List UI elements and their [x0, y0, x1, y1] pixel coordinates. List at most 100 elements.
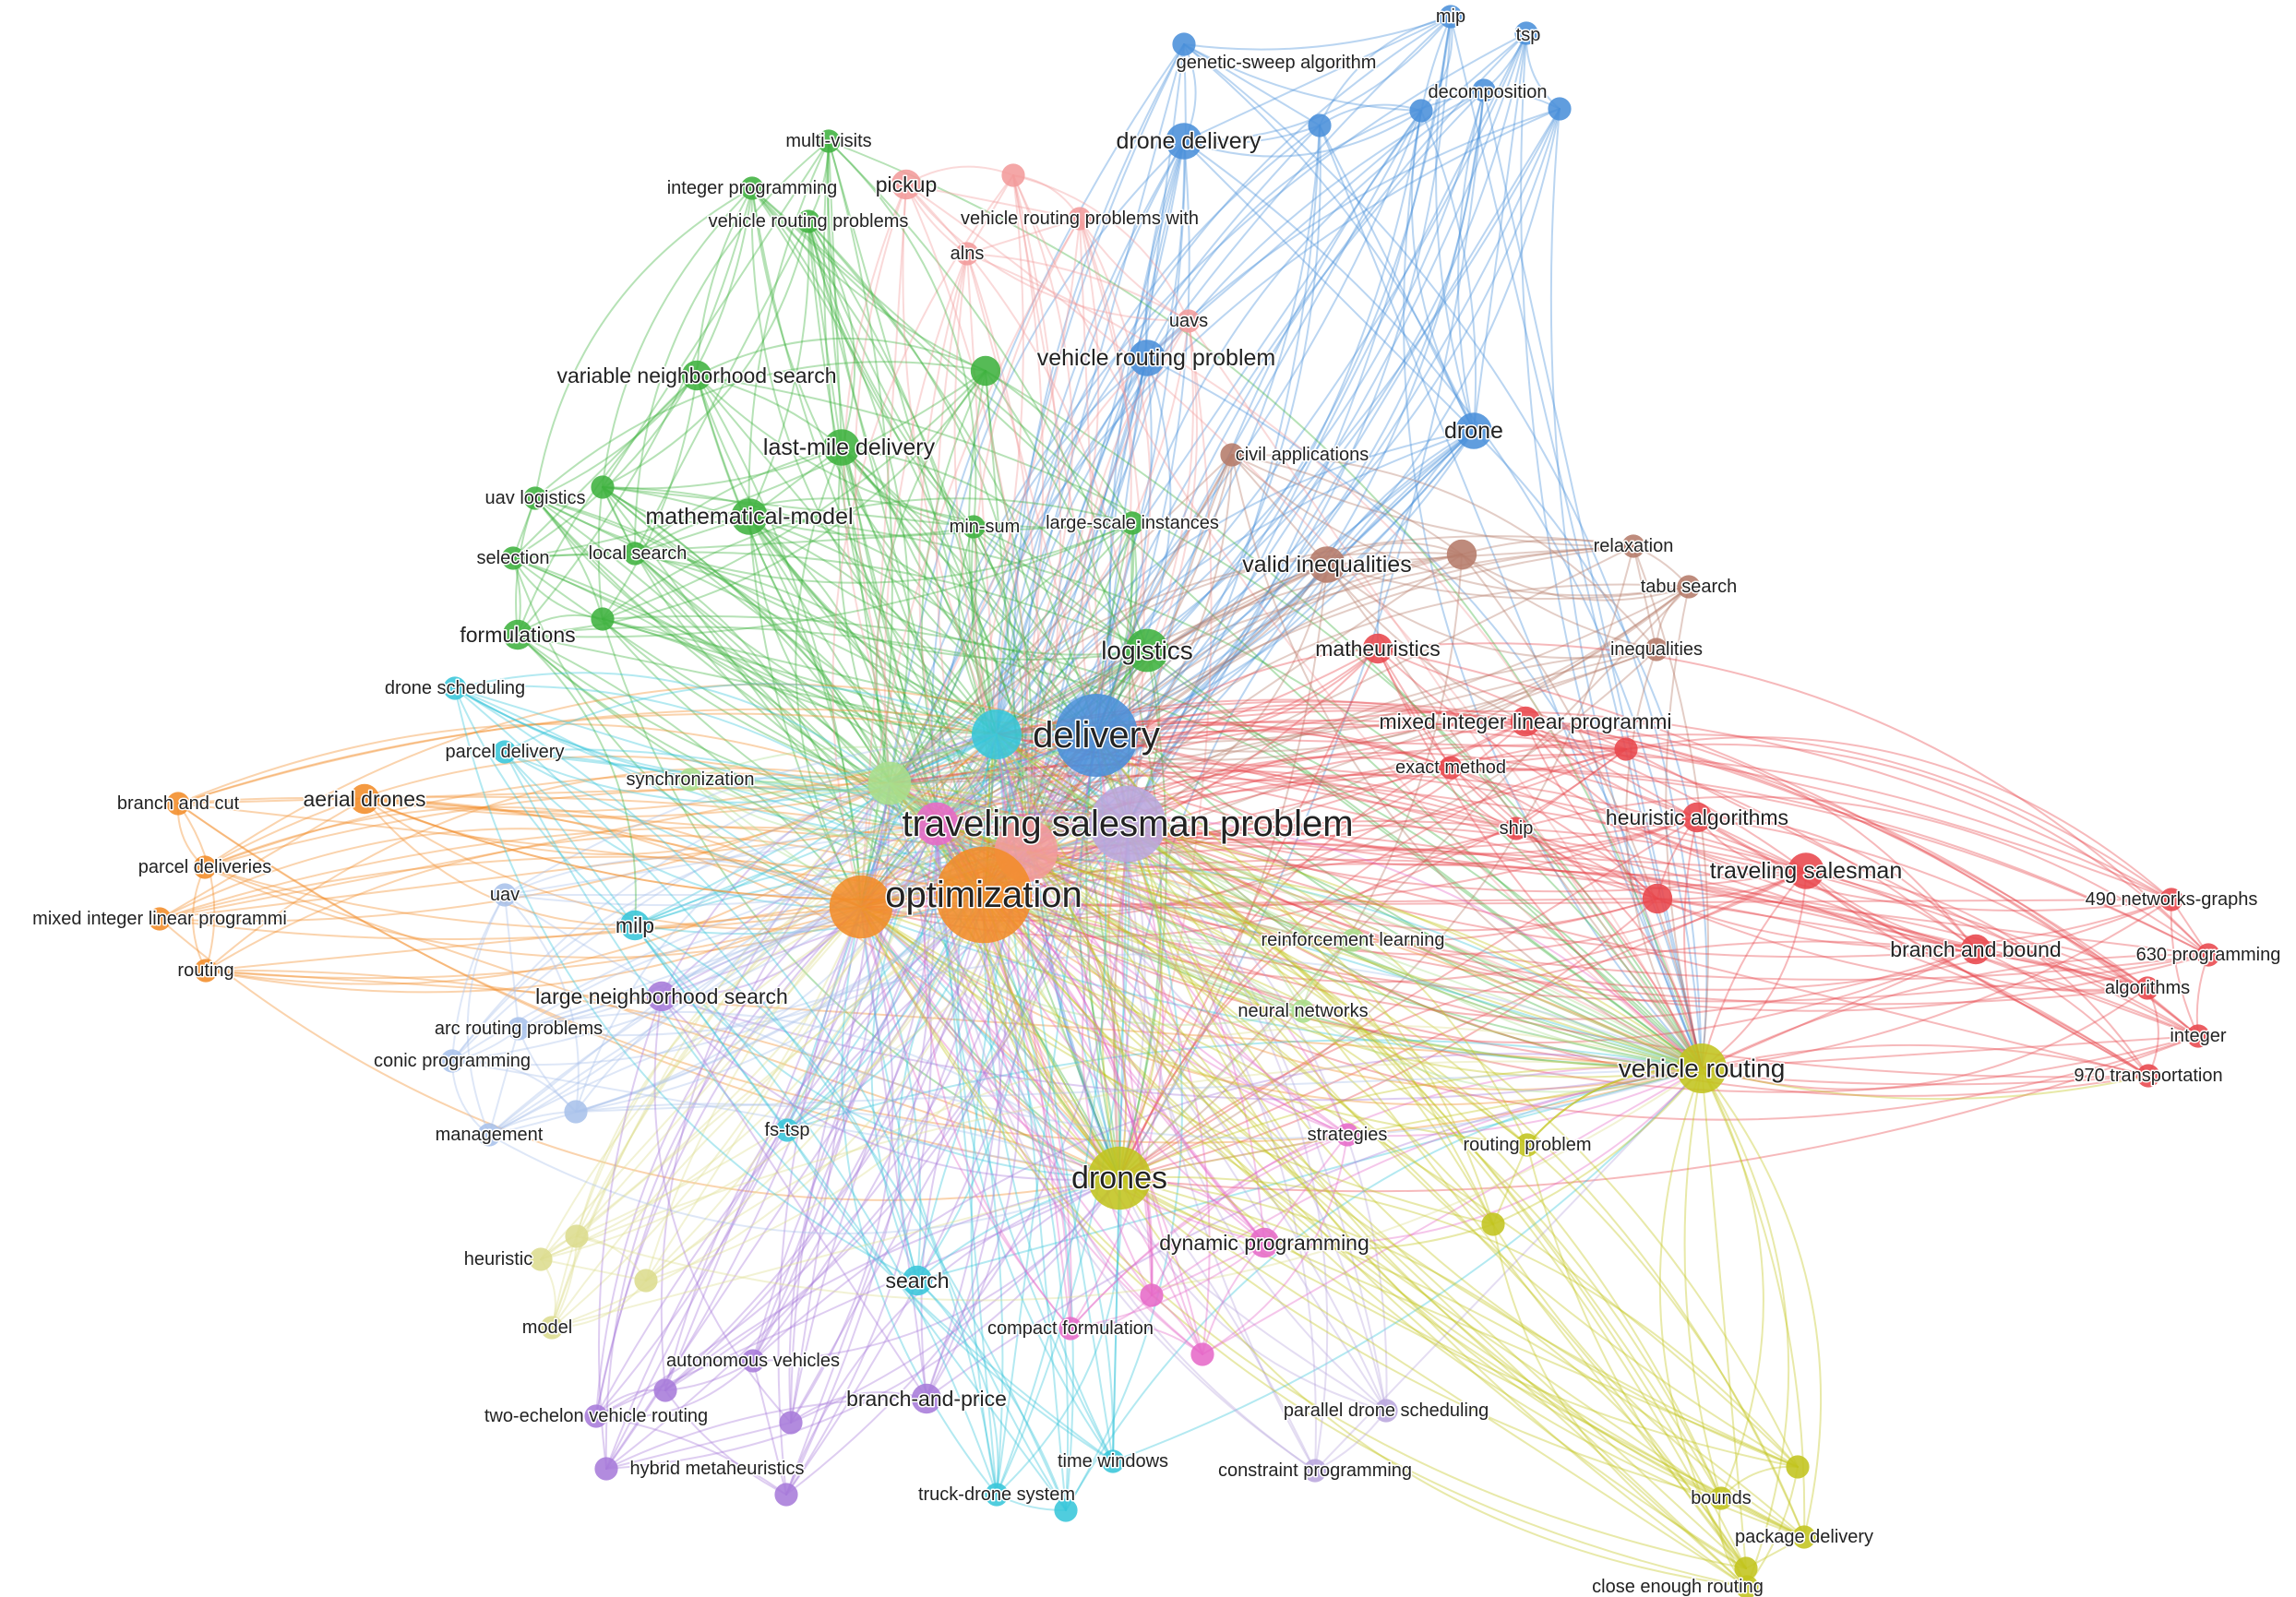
node-heuristic-alg[interactable]: [1681, 802, 1713, 833]
node-exact-method[interactable]: [1439, 756, 1463, 780]
node-blue-c[interactable]: [1409, 99, 1433, 123]
node-genetic-sweep[interactable]: [1172, 32, 1196, 56]
node-mip[interactable]: [1439, 5, 1463, 29]
node-time-windows[interactable]: [1101, 1449, 1125, 1473]
node-formulations[interactable]: [502, 619, 533, 650]
node-routing-problem[interactable]: [1515, 1133, 1539, 1157]
node-management[interactable]: [477, 1123, 501, 1147]
node-purple-b[interactable]: [779, 1411, 803, 1435]
node-model[interactable]: [540, 1316, 564, 1340]
node-yellow-b[interactable]: [1786, 1455, 1810, 1479]
node-branch-bound[interactable]: [1960, 934, 1991, 965]
node-milp-red[interactable]: [1510, 706, 1541, 737]
node-blue-a[interactable]: [1308, 113, 1332, 137]
node-green-b[interactable]: [591, 475, 615, 499]
node-vrps[interactable]: [796, 209, 820, 233]
node-lns[interactable]: [646, 981, 677, 1012]
node-red-b[interactable]: [1642, 883, 1673, 914]
node-logistics[interactable]: [1125, 628, 1169, 673]
node-vehicle-routing[interactable]: [1677, 1043, 1727, 1093]
node-970[interactable]: [2136, 1064, 2160, 1088]
node-synchronization[interactable]: [678, 768, 702, 792]
node-constraint-prog[interactable]: [1303, 1459, 1327, 1483]
node-bounds[interactable]: [1709, 1486, 1733, 1510]
node-tsp[interactable]: [1514, 21, 1538, 45]
node-large-scale[interactable]: [1120, 511, 1144, 535]
node-drone[interactable]: [1455, 412, 1492, 449]
node-routing[interactable]: [194, 959, 218, 983]
node-paleblue-a[interactable]: [564, 1100, 588, 1124]
node-optimization[interactable]: [935, 846, 1033, 944]
node-delivery[interactable]: [1055, 694, 1138, 777]
node-branch-price[interactable]: [911, 1383, 942, 1414]
node-search[interactable]: [902, 1265, 933, 1296]
node-integer[interactable]: [2186, 1024, 2210, 1048]
node-arc-routing[interactable]: [507, 1017, 531, 1041]
node-heuristic[interactable]: [529, 1247, 553, 1271]
node-hybrid-meta[interactable]: [594, 1457, 618, 1481]
node-490[interactable]: [2159, 888, 2183, 912]
node-red-a[interactable]: [1614, 737, 1638, 761]
node-compact-form[interactable]: [1058, 1317, 1082, 1341]
node-green-c[interactable]: [591, 607, 615, 631]
node-integer-programming[interactable]: [740, 176, 764, 200]
node-strategies[interactable]: [1335, 1123, 1359, 1147]
node-palegreen-big[interactable]: [867, 761, 912, 805]
node-yellow-c[interactable]: [1734, 1556, 1758, 1580]
node-local-search[interactable]: [623, 542, 647, 566]
node-min-sum[interactable]: [962, 515, 986, 539]
node-paleyellow-b[interactable]: [634, 1269, 658, 1293]
node-drone-scheduling[interactable]: [443, 676, 467, 700]
node-purple-a[interactable]: [653, 1378, 677, 1402]
node-milp[interactable]: [619, 910, 651, 941]
node-630[interactable]: [2196, 943, 2220, 967]
node-milp-orange[interactable]: [148, 907, 172, 931]
node-civil-apps[interactable]: [1220, 443, 1244, 467]
node-ship[interactable]: [1504, 816, 1528, 840]
node-matheuristics[interactable]: [1362, 633, 1393, 664]
node-uav[interactable]: [493, 883, 517, 907]
node-algorithms[interactable]: [2135, 976, 2159, 1000]
node-multi-visits[interactable]: [817, 129, 841, 153]
node-magenta-big[interactable]: [915, 802, 959, 846]
node-yellow-a[interactable]: [1481, 1212, 1505, 1236]
node-green-a[interactable]: [970, 355, 1001, 387]
node-neural-networks[interactable]: [1291, 999, 1315, 1023]
node-conic[interactable]: [440, 1049, 464, 1073]
node-pink-a[interactable]: [1001, 163, 1025, 187]
node-parcel-delivery[interactable]: [493, 740, 517, 764]
node-purple-c[interactable]: [774, 1483, 798, 1507]
node-two-echelon[interactable]: [584, 1404, 608, 1428]
node-blue-b[interactable]: [1548, 97, 1572, 121]
node-reinforcement[interactable]: [1341, 928, 1365, 952]
node-brown-a[interactable]: [1446, 539, 1477, 570]
node-fs-tsp[interactable]: [775, 1118, 799, 1142]
node-decomposition[interactable]: [1472, 78, 1496, 102]
node-tabu[interactable]: [1677, 575, 1701, 599]
node-branch-cut[interactable]: [166, 792, 190, 816]
node-relaxation[interactable]: [1621, 534, 1645, 558]
node-paleyellow-a[interactable]: [565, 1224, 589, 1248]
node-dynamic-prog[interactable]: [1249, 1227, 1280, 1258]
node-magenta-b[interactable]: [1190, 1342, 1214, 1366]
node-parallel-drone[interactable]: [1374, 1399, 1398, 1423]
node-vrp-with[interactable]: [1068, 207, 1092, 231]
node-inequalities[interactable]: [1644, 638, 1668, 661]
node-drones[interactable]: [1087, 1146, 1152, 1210]
node-pickup[interactable]: [891, 169, 922, 200]
node-valid-ineq[interactable]: [1309, 546, 1345, 583]
node-traveling-salesman[interactable]: [1788, 852, 1824, 889]
node-math-model[interactable]: [731, 498, 768, 535]
node-truck-drone[interactable]: [985, 1483, 1009, 1507]
node-selection[interactable]: [501, 546, 525, 570]
node-magenta-a[interactable]: [1140, 1283, 1164, 1307]
node-last-mile[interactable]: [823, 429, 860, 466]
node-aerial-drones[interactable]: [349, 783, 380, 815]
node-drone-delivery[interactable]: [1166, 123, 1202, 160]
node-autonomous[interactable]: [741, 1349, 765, 1373]
node-cyan-a[interactable]: [1054, 1498, 1078, 1522]
node-tsp-problem[interactable]: [1089, 785, 1166, 863]
node-parcel-deliveries[interactable]: [193, 855, 217, 879]
node-uavs[interactable]: [1177, 309, 1201, 333]
node-uav-logistics[interactable]: [523, 486, 547, 510]
